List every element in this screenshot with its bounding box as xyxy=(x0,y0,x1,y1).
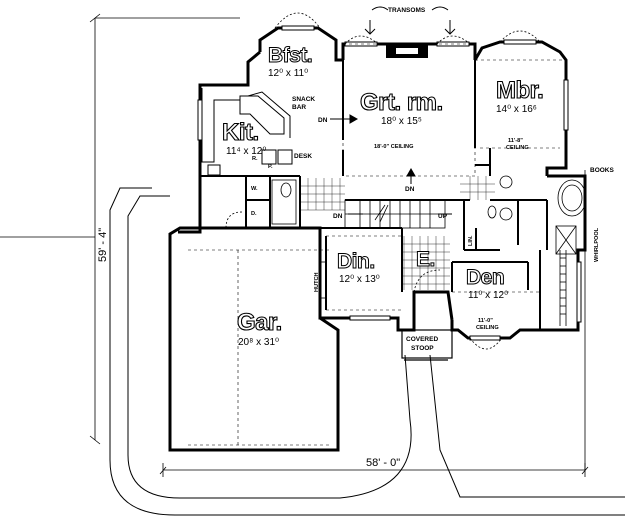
room-name-great: Grt. rm. xyxy=(360,89,443,116)
den-ceiling-label: 11'-0" xyxy=(478,318,493,324)
stair-dn-great: DN xyxy=(405,186,415,193)
room-size-din: 12⁰ x 13⁰ xyxy=(339,274,380,285)
mbr-ceiling-label: 11'-8" xyxy=(508,138,523,144)
room-name-bfst: Bfst. xyxy=(268,44,312,67)
tile-floor xyxy=(299,176,495,290)
closet xyxy=(559,250,567,326)
room-size-mbr: 14⁰ x 16⁶ xyxy=(496,104,537,115)
mbr-ceiling-label-2: CEILING xyxy=(506,145,529,151)
room-name-gar: Gar. xyxy=(237,309,282,336)
transoms-marker xyxy=(364,6,456,35)
door-swings xyxy=(225,12,541,350)
windows xyxy=(197,25,582,341)
stair-up-hall: UP xyxy=(438,213,448,220)
stair-dn-kitchen: DN xyxy=(318,117,328,124)
dryer-label: D. xyxy=(251,211,257,217)
room-size-den: 11⁰ x 12⁰ xyxy=(468,290,508,301)
overall-width: 58' - 0" xyxy=(366,457,400,469)
room-name-den: Den xyxy=(466,266,504,289)
hutch xyxy=(319,261,327,299)
washer-label: W. xyxy=(251,186,258,192)
snack-bar-label: SNACK xyxy=(292,96,315,103)
covered-stoop-label-2: STOOP xyxy=(411,345,434,352)
kitchen-counters xyxy=(201,88,293,176)
arrows xyxy=(330,114,452,215)
stair-dn-hall: DN xyxy=(333,213,343,220)
pantry-label: P. xyxy=(268,164,273,170)
room-size-kit: 11⁴ x 12⁰ xyxy=(226,146,266,157)
linen-label: LIN. xyxy=(468,235,474,246)
covered-stoop xyxy=(401,329,453,361)
snack-bar-label-2: BAR xyxy=(292,104,306,111)
driveway xyxy=(109,187,625,516)
den-ceiling-label-2: CEILING xyxy=(476,325,499,331)
room-size-gar: 20⁸ x 31⁰ xyxy=(238,337,279,348)
transoms-label: TRANSOMS xyxy=(388,7,426,14)
room-size-great: 18⁰ x 15⁵ xyxy=(381,116,422,127)
desk-label: DESK xyxy=(294,153,312,160)
foyer-label: E. xyxy=(416,248,435,271)
fireplace xyxy=(386,44,428,58)
refrigerator-label: R. xyxy=(252,156,258,162)
dashed-lines xyxy=(188,43,566,446)
hutch-label: HUTCH xyxy=(314,272,320,292)
room-name-kit: Kit. xyxy=(222,119,259,146)
books-label: BOOKS xyxy=(590,167,615,174)
great-ceiling-label: 18'-0" CEILING xyxy=(374,144,413,150)
room-name-mbr: Mbr. xyxy=(496,77,543,104)
room-name-din: Din. xyxy=(337,250,375,273)
room-size-bfst: 12⁰ x 11⁰ xyxy=(268,68,308,79)
covered-stoop-label: COVERED xyxy=(406,336,438,343)
whirlpool-label: WHIRLPOOL xyxy=(594,227,600,262)
overall-depth: 59' - 4" xyxy=(97,228,109,262)
bath-fixtures xyxy=(271,175,587,255)
